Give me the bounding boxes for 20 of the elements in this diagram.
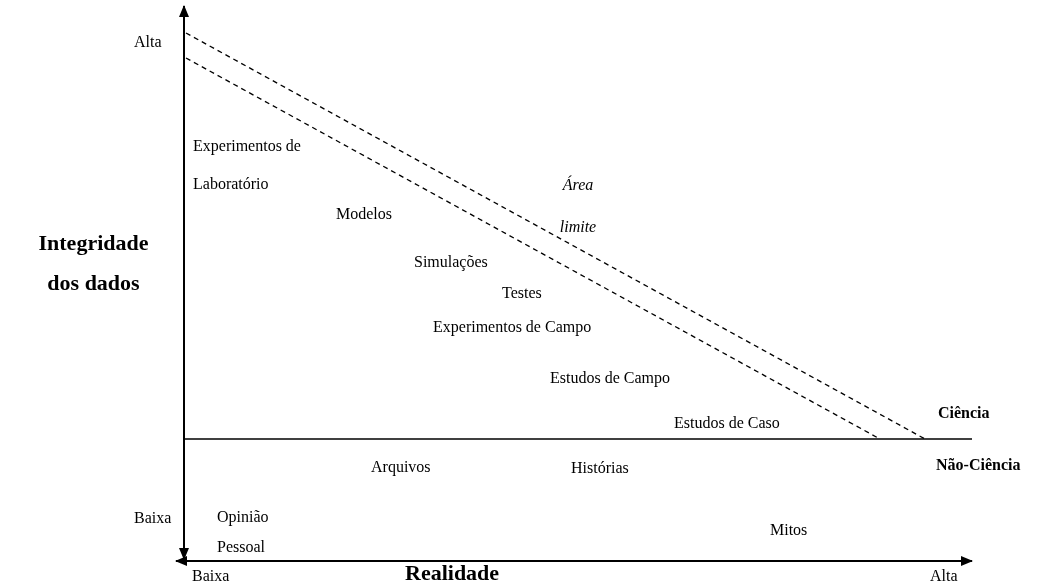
region-label: Não-Ciência	[936, 455, 1021, 475]
axis-tick-label: Alta	[930, 566, 958, 586]
axis-title: Realidade	[405, 560, 500, 586]
axis-tick-label: Baixa	[134, 508, 172, 528]
method-label: Estudos de Caso	[674, 413, 780, 433]
method-label: Estudos de Campo	[550, 368, 670, 388]
method-label: Arquivos	[371, 457, 431, 477]
method-label: Testes	[502, 283, 542, 303]
axis-tick-label: Baixa	[192, 566, 230, 586]
region-label: Área limite	[558, 174, 598, 237]
region-label: Ciência	[938, 403, 990, 423]
method-label: Simulações	[414, 252, 488, 272]
method-label: Experimentos de Laboratório	[193, 136, 302, 194]
method-label: Mitos	[770, 520, 808, 540]
method-label: Modelos	[336, 204, 392, 224]
method-label: Opinião Pessoal	[217, 507, 270, 557]
method-label: Histórias	[571, 458, 629, 478]
axis-tick-label: Alta	[134, 32, 162, 52]
method-label: Experimentos de Campo	[433, 317, 592, 337]
axis-title: Integridade dos dados	[37, 229, 150, 297]
